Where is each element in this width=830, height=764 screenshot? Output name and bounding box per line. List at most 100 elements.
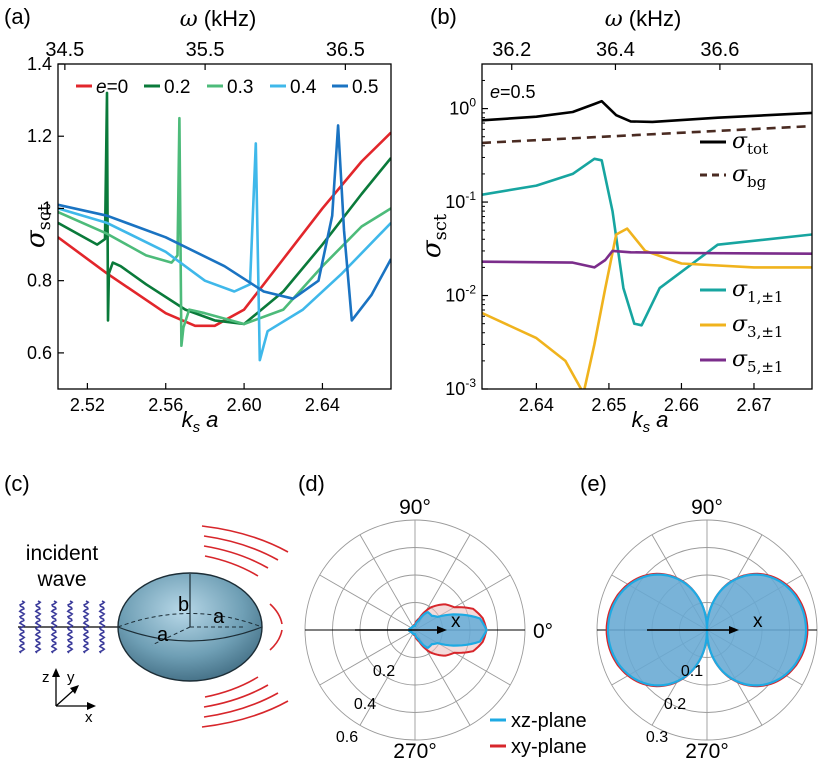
x-tick-label-b: 2.64 xyxy=(519,395,554,415)
top-tick-label-b: 36.2 xyxy=(492,39,531,61)
y-tick-label-a: 0.6 xyxy=(27,343,52,363)
coord-y-label: y xyxy=(67,669,75,686)
wave-label: wave xyxy=(36,568,86,591)
series-line-b-2 xyxy=(482,157,812,327)
top-tick-label-a: 34.5 xyxy=(45,39,84,61)
panel-c: (c) incident wave b a a z y x xyxy=(4,471,289,728)
scatter-arc xyxy=(204,676,259,698)
x-arrow-label: x xyxy=(753,611,763,632)
plot-area-b xyxy=(482,99,812,389)
top-tick-label-b: 36.4 xyxy=(596,39,635,61)
legend-label-b-2: σ1,±1 xyxy=(732,277,783,306)
scatter-arc xyxy=(269,603,283,625)
wave-front xyxy=(82,600,90,654)
y-tick-label-a: 1.4 xyxy=(27,54,52,74)
y-tick-label-a: 0.8 xyxy=(27,271,52,291)
y-axis-label-a: σsct xyxy=(21,203,55,248)
x-tick-label-b: 2.67 xyxy=(736,395,771,415)
series-line-b-0 xyxy=(482,99,812,124)
scatter-arc xyxy=(201,700,289,728)
axes-frame-b xyxy=(481,63,813,390)
angle-label-0-d: 0° xyxy=(533,620,553,643)
legend-label-xy: xy-plane xyxy=(511,736,587,758)
panel-label-e: (e) xyxy=(580,471,607,496)
top-tick-label-a: 36.5 xyxy=(326,39,365,61)
legend-label-xz: xz-plane xyxy=(511,710,587,732)
panel-d: (d) x 90°0°270°0.20.40.6 xz-planexy-plan… xyxy=(298,471,587,763)
radial-tick-d: 0.4 xyxy=(354,696,376,713)
panel-label-c: (c) xyxy=(4,471,30,496)
y-tick-label-b: 10-2 xyxy=(445,283,476,306)
y-tick-label-a: 1 xyxy=(42,198,52,218)
scatter-arc xyxy=(203,535,279,561)
x-tick-labels-a: 2.52 2.56 2.60 2.64 xyxy=(70,395,340,415)
y-tick-label-b: 10-3 xyxy=(445,376,476,399)
x-tick-label-b: 2.66 xyxy=(664,395,699,415)
legend-label-a-4: 0.5 xyxy=(352,77,378,98)
y-axis-label-b: σsct xyxy=(417,213,451,258)
wave-front xyxy=(34,600,42,654)
legend-label-a-0: e=0 xyxy=(96,77,128,98)
wave-front xyxy=(50,600,58,654)
panel-label-b: (b) xyxy=(430,4,457,29)
radial-tick-e: 0.1 xyxy=(681,663,703,680)
axis-b-label: b xyxy=(178,594,189,616)
panel-label-a: (a) xyxy=(4,4,31,29)
plot-area-a xyxy=(58,91,391,362)
scatter-arc xyxy=(203,684,269,708)
legend-label-b-0: σtot xyxy=(732,129,768,158)
wave-front xyxy=(98,600,106,654)
coordinate-axes: z y x xyxy=(42,668,96,726)
series-line-b-4 xyxy=(482,249,812,269)
polar-labels-d: 90°0°270°0.20.40.6 xyxy=(336,496,553,763)
x-arrow-label: x xyxy=(451,611,461,632)
x-tick-label-a: 2.56 xyxy=(148,395,183,415)
x-tick-label-a: 2.60 xyxy=(227,395,262,415)
wave-front xyxy=(18,600,26,654)
axis-a-label-1: a xyxy=(157,624,169,646)
x-tick-label-a: 2.52 xyxy=(70,395,105,415)
y-tick-labels-a: 0.60.811.21.4 xyxy=(27,54,52,363)
legend-label-b-1: σbg xyxy=(732,162,767,191)
series-line-b-1 xyxy=(482,124,812,145)
legend-label-a-2: 0.3 xyxy=(227,77,253,98)
ellipsoid: b a a xyxy=(117,572,263,682)
top-axis-label-b: ω (kHz) xyxy=(605,6,682,32)
scatter-arc xyxy=(203,692,279,718)
scatter-arc xyxy=(204,555,259,577)
polar-labels-e: 90°270°0.10.20.3 xyxy=(646,496,729,763)
legend-label-b-3: σ3,±1 xyxy=(732,312,783,341)
x-tick-label-a: 2.64 xyxy=(305,395,340,415)
angle-label-90-d: 90° xyxy=(399,496,431,519)
y-tick-label-b: 100 xyxy=(449,96,476,119)
incident-label: incident xyxy=(26,542,99,565)
x-arrow-head xyxy=(437,626,447,634)
radial-tick-d: 0.6 xyxy=(336,729,358,746)
legend-label-a-1: 0.2 xyxy=(164,77,190,98)
radial-tick-d: 0.2 xyxy=(373,663,395,680)
series-line-a-2 xyxy=(58,116,391,347)
x-axis-label-b: ks a xyxy=(632,407,669,436)
series-line-a-1 xyxy=(58,91,391,326)
y-tick-label-b: 10-1 xyxy=(445,189,476,212)
wave-front xyxy=(66,600,74,654)
incident-wave xyxy=(18,600,118,654)
scatter-arc xyxy=(269,629,283,651)
scatter-arc xyxy=(203,545,269,569)
scattered-wave-arcs xyxy=(201,525,289,728)
top-axis-label-a: ω (kHz) xyxy=(180,6,257,32)
axes-frame-a xyxy=(57,63,392,390)
x-tick-label-b: 2.65 xyxy=(591,395,626,415)
radial-tick-e: 0.3 xyxy=(646,729,668,746)
x-axis-label-a: ks a xyxy=(182,407,219,436)
x-arrow-head xyxy=(729,626,739,634)
y-tick-labels-b: 10-3 10-2 10-1 100 xyxy=(445,96,476,399)
series-line-a-3 xyxy=(58,142,391,362)
